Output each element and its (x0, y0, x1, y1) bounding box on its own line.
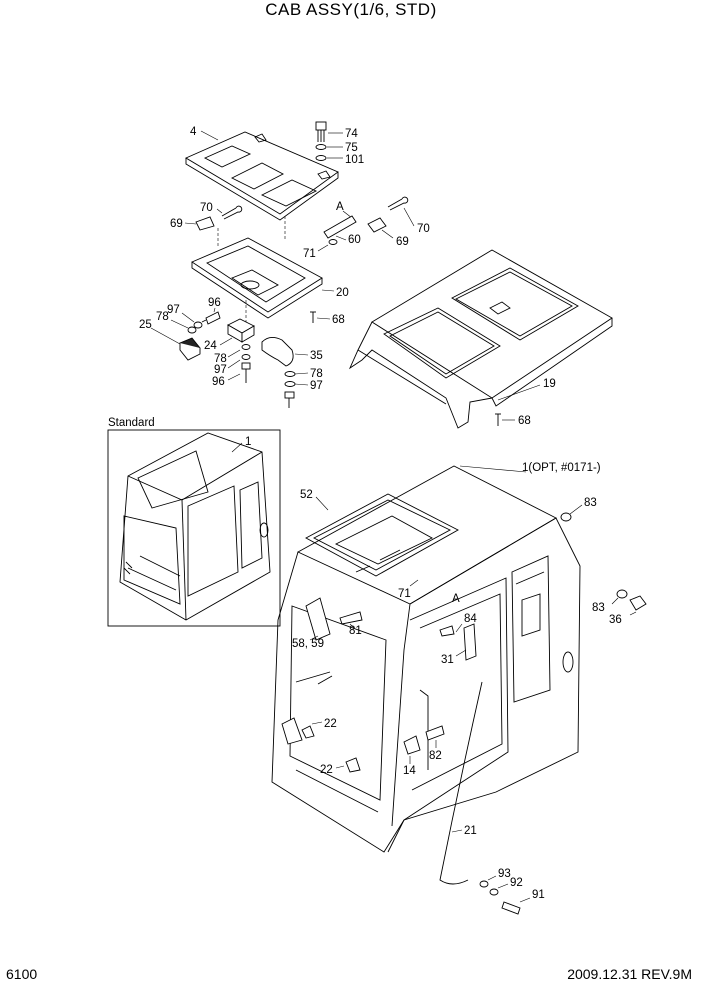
standard-cab-drawing (119, 432, 271, 621)
part-22-bracket-upper (281, 717, 303, 745)
callout-96-mid: 96 (212, 376, 225, 388)
part-68-screw-roof (495, 413, 501, 426)
page-number: 6100 (6, 966, 38, 982)
part-81-bolt (339, 611, 363, 625)
part-74-bolt (315, 121, 327, 142)
callout-24: 24 (204, 340, 217, 352)
callout-31: 31 (441, 654, 454, 666)
callout-81: 81 (349, 625, 362, 637)
callout-97-upper: 97 (167, 304, 180, 316)
callout-97-mid: 97 (214, 364, 227, 376)
callout-4: 4 (190, 126, 197, 138)
part-75-washer (315, 144, 327, 150)
part-35-bracket (261, 337, 294, 367)
part-19-roof-panel (348, 249, 613, 429)
callout-58-59: 58, 59 (292, 638, 324, 650)
callout-78-low: 78 (310, 368, 323, 380)
main-cab-drawing (271, 465, 581, 885)
part-20-frame-plate (191, 237, 323, 319)
callout-83-upper: 83 (584, 497, 597, 509)
part-101-washer (315, 155, 327, 161)
revision-date: 2009.12.31 REV.9M (567, 966, 692, 982)
callout-96-upper: 96 (208, 297, 221, 309)
callout-1-standard: 1 (245, 436, 251, 448)
callout-71-cab: 71 (398, 588, 411, 600)
callout-93: 93 (498, 868, 511, 880)
callout-1-opt: 1(OPT, #0171-) (522, 462, 601, 474)
part-36-knob (629, 595, 647, 611)
part-97-washer-low (284, 381, 296, 387)
standard-label: Standard (108, 417, 155, 429)
part-70-cotter-pin-right (387, 196, 409, 211)
callout-69-right: 69 (396, 236, 409, 248)
callout-22-lower: 22 (320, 764, 333, 776)
part-71-washer-top (328, 239, 338, 245)
callout-25: 25 (139, 319, 152, 331)
callout-36: 36 (609, 614, 622, 626)
callout-74: 74 (345, 128, 358, 140)
callout-92: 92 (510, 877, 523, 889)
callout-14: 14 (403, 765, 416, 777)
part-31-striker (463, 623, 477, 661)
part-78-washer-upper (187, 326, 197, 334)
page-title: CAB ASSY(1/6, STD) (265, 0, 437, 19)
part-97-washer-upper (193, 321, 203, 329)
part-93-washer (479, 880, 489, 888)
part-14-mount (403, 735, 421, 755)
part-70-cotter-pin-left (221, 205, 243, 220)
callout-68-top: 68 (332, 314, 345, 326)
callout-19: 19 (543, 378, 556, 390)
part-83-nut-lower (616, 589, 628, 599)
callout-35: 35 (310, 350, 323, 362)
callout-20: 20 (336, 287, 349, 299)
part-68-screw-top (310, 311, 316, 323)
callout-A-1: A (336, 201, 344, 213)
part-82-bolt (425, 725, 445, 741)
callout-75: 75 (345, 142, 358, 154)
callout-82: 82 (429, 750, 442, 762)
callout-68-roof: 68 (518, 415, 531, 427)
part-96-bolt-upper (201, 311, 221, 325)
callout-21: 21 (464, 825, 477, 837)
part-96-bolt-low (284, 391, 295, 408)
part-96-bolt-mid (241, 362, 251, 383)
callout-70-right: 70 (417, 223, 430, 235)
part-97-washer-mid (241, 354, 251, 360)
part-78-washer-low (284, 371, 296, 377)
callout-A-2: A (452, 593, 460, 605)
part-22-block-lower (345, 757, 361, 773)
part-58-59-plate (305, 597, 331, 641)
callout-71-top: 71 (303, 248, 316, 260)
callout-22-upper: 22 (324, 718, 337, 730)
callout-84: 84 (464, 613, 477, 625)
part-60-pin (323, 215, 357, 239)
callout-101: 101 (345, 154, 364, 166)
callout-83-lower: 83 (592, 602, 605, 614)
part-92-washer (489, 888, 499, 896)
part-24-block (227, 318, 255, 343)
callout-97-low: 97 (310, 380, 323, 392)
part-83-nut-upper (560, 512, 572, 522)
part-4-cover-plate (185, 131, 339, 221)
callout-78-upper: 78 (156, 311, 169, 323)
callout-69-left: 69 (170, 218, 183, 230)
callout-60: 60 (348, 234, 361, 246)
part-84-bolt (439, 625, 455, 637)
callout-78-mid: 78 (214, 353, 227, 365)
part-78-washer-mid (241, 344, 251, 350)
standard-cab-frame-box (107, 429, 281, 627)
part-91-bolt (501, 901, 521, 915)
callout-91: 91 (532, 889, 545, 901)
part-69-pin-right (367, 217, 387, 233)
callout-52: 52 (300, 489, 313, 501)
part-69-pin-left (195, 216, 215, 231)
callout-70-left: 70 (200, 202, 213, 214)
